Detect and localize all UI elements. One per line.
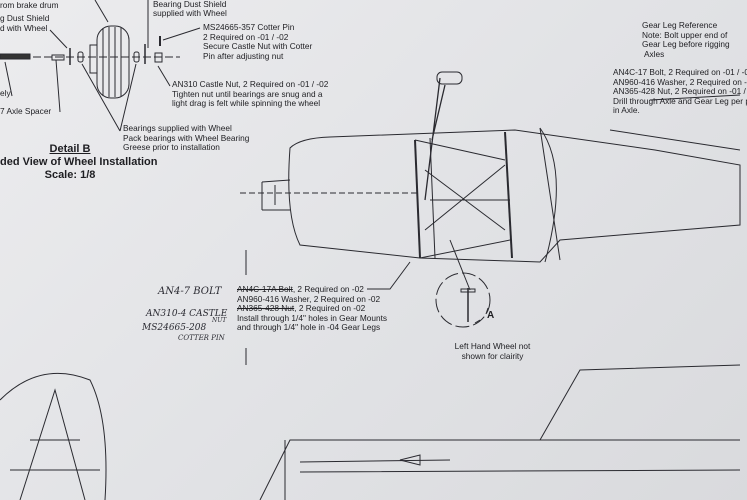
note-line: MS24665-357 Cotter Pin [203, 22, 295, 32]
note-line: 2 Required on -01 / -02 [203, 31, 289, 42]
gear-leg-reference-note: Gear Leg Reference Note: Bolt upper end … [642, 20, 730, 59]
dust-shield-label-2: d with Wheel [0, 23, 48, 33]
fuselage-top-view [240, 71, 741, 291]
handwritten-castle-nut-2: NUT [212, 317, 227, 324]
castle-nut-icon [154, 52, 163, 63]
bearing-icon [77, 51, 84, 63]
struck-bolt: AN4C-17A Bolt [237, 284, 293, 294]
handwritten-cotter-1: MS24665-208 [142, 323, 207, 333]
leader-line [367, 261, 411, 290]
brake-drum-label: rom brake drum [0, 0, 59, 10]
bearing-icon [133, 51, 140, 63]
fuselage-side-view [259, 364, 741, 500]
leader-lines [4, 0, 201, 132]
note-line: in Axle. [613, 105, 640, 116]
note-line: Drill through Axle and Gear Leg per pl [613, 95, 747, 106]
note-line: Left Hand Wheel not [454, 341, 531, 351]
castle-nut-note: AN310 Castle Nut, 2 Required on -01 / -0… [172, 79, 329, 109]
tail-wheel-icon [436, 71, 463, 85]
note-line: Pin after adjusting nut [203, 50, 284, 61]
note-line: Greese prior to installation [123, 142, 220, 153]
right-dust-shield-label-1: Bearing Dust Shield [153, 0, 227, 9]
bolt-qty: , 2 Required on -02 [292, 284, 364, 294]
detail-title: Detail B [49, 143, 91, 155]
note-line: Bearings supplied with Wheel [123, 123, 232, 133]
note-line: Axles [644, 48, 665, 59]
note-line: AN960-416 Washer, 2 Required on -01 / -0… [613, 76, 747, 87]
wheel-tire-icon [89, 25, 130, 99]
note-line: and through 1/4" hole in -04 Gear Legs [237, 322, 381, 333]
note-line: shown for clairity [461, 350, 524, 361]
bearings-note: Bearings supplied with Wheel Pack bearin… [123, 123, 250, 153]
detail-title-block: Detail B ded View of Wheel Installation … [0, 143, 158, 182]
handwritten-bolt: AN4-7 BOLT [158, 286, 222, 297]
note-line: AN4C-17 Bolt, 2 Required on -01 / -02 [613, 67, 747, 77]
note-line: AN310 Castle Nut, 2 Required on -01 / -0… [172, 79, 329, 89]
dust-shield-label-1: g Dust Shield [0, 13, 50, 23]
note-line: AN960-416 Washer, 2 Required on -02 [237, 293, 381, 304]
note-line: Note: Bolt upper end of [642, 29, 728, 40]
assembly-label: ely [0, 88, 11, 98]
note-line: Tighten nut until bearings are snug and … [172, 88, 323, 99]
axle-spacer-label: 7 Axle Spacer [0, 106, 52, 116]
note-line: Pack bearings with Wheel Bearing [123, 132, 250, 143]
handwritten-castle-nut-1: AN310-4 CASTLE [146, 309, 228, 319]
note-line: Gear Leg Reference [642, 20, 718, 30]
axle-hardware-note: AN4C-17 Bolt, 2 Required on -01 / -02 AN… [613, 67, 747, 116]
wheel-note: Left Hand Wheel not shown for clairity [440, 341, 545, 361]
note-line: AN365-428 Nut, 2 Required on -01 / -02 [613, 86, 747, 97]
landing-gear-front-view [0, 372, 107, 500]
detail-circle-a [435, 272, 491, 328]
nut-qty: , 2 Required on -02 [294, 303, 366, 314]
gear-mount-hardware-note: AN4C-17A Bolt, 2 Required on -02 AN960-4… [237, 284, 388, 333]
axle-spacer-icon [51, 54, 65, 61]
detail-subtitle: ded View of Wheel Installation [0, 156, 158, 168]
cotter-pin-note: MS24665-357 Cotter Pin 2 Required on -01… [203, 22, 313, 61]
handwritten-cotter-2: COTTER PIN [178, 334, 225, 342]
note-line: light drag is felt while spinning the wh… [172, 98, 321, 109]
note-line: AN4C-17A Bolt, 2 Required on -02 [237, 284, 387, 295]
struck-nut: AN365-428 Nut [237, 303, 295, 314]
note-line: Gear Leg before rigging [642, 39, 730, 50]
axle-icon [0, 53, 31, 60]
detail-scale: Scale: 1/8 [44, 169, 96, 181]
note-line: Install through 1/4" holes in Gear Mount… [237, 312, 388, 323]
note-line: AN365-428 Nut, 2 Required on -02 [237, 303, 387, 314]
right-dust-shield-label-2: supplied with Wheel [153, 8, 227, 18]
view-marker-a: A [487, 310, 495, 321]
note-line: Secure Castle Nut with Cotter [203, 41, 313, 52]
